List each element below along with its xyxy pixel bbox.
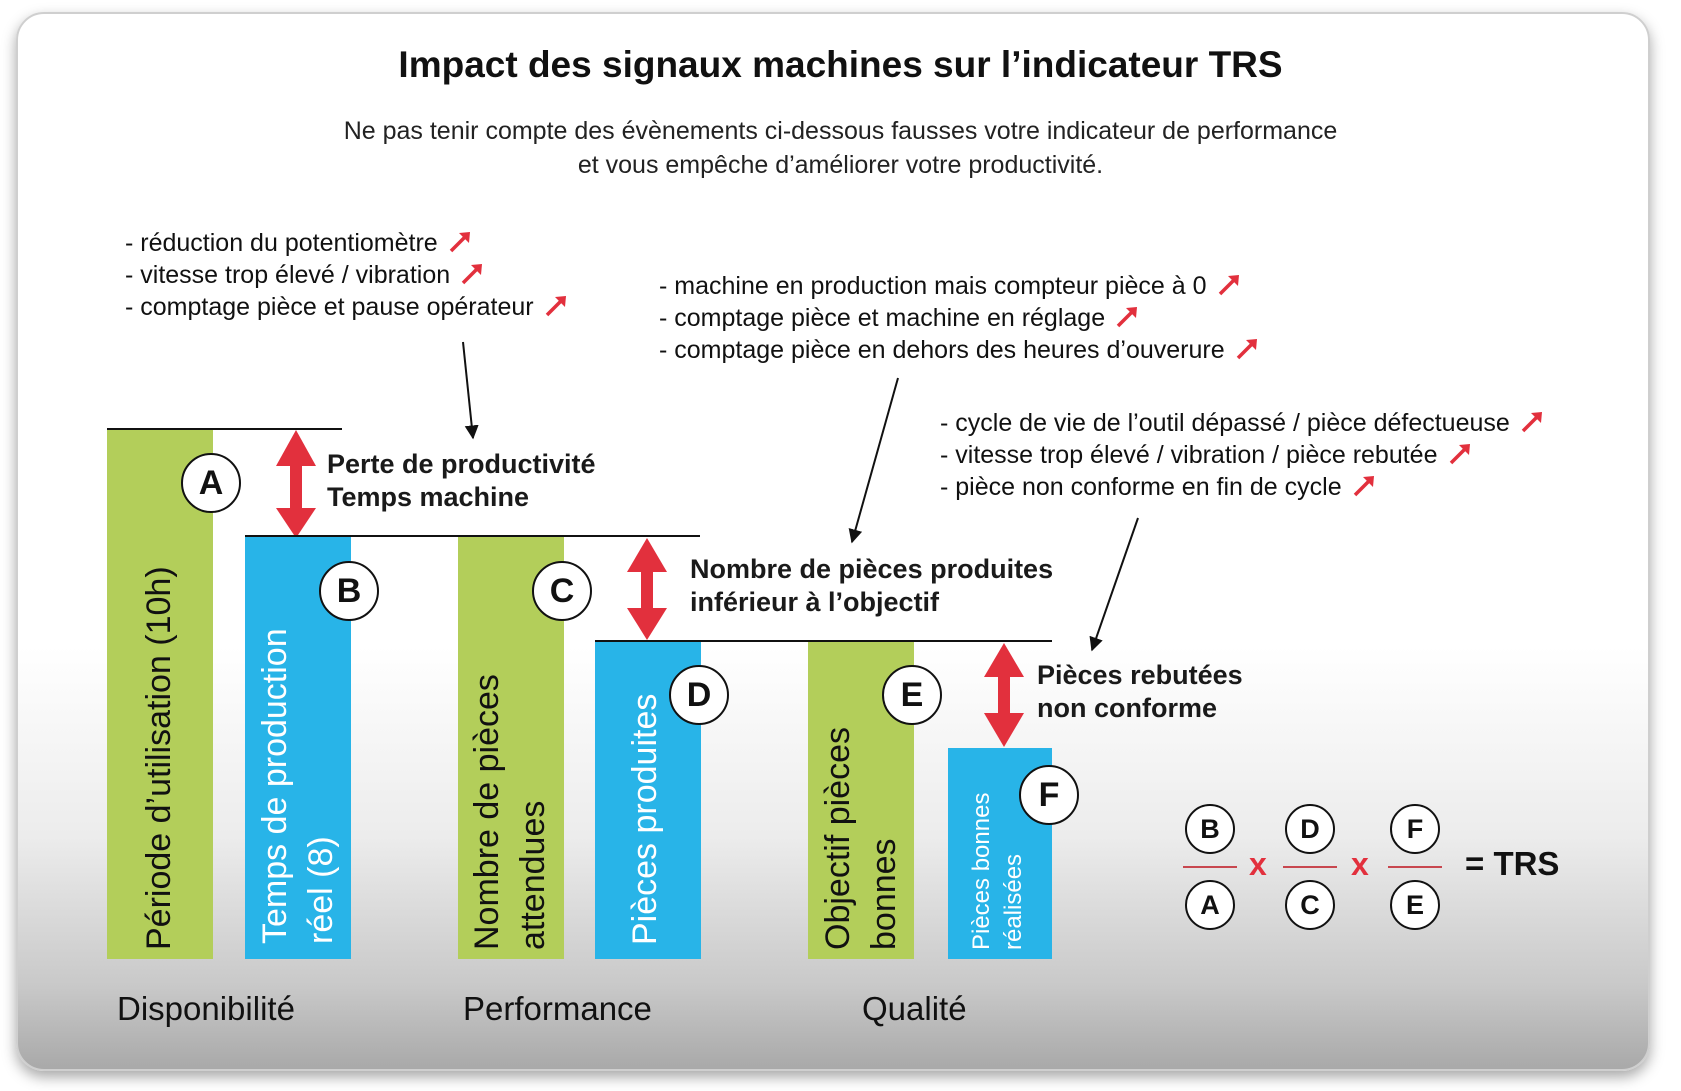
signals-availability: - réduction du potentiomètre - vitesse t… <box>125 227 568 323</box>
circle-c: C <box>532 561 592 621</box>
signal-item: - cycle de vie de l’outil dépassé / pièc… <box>940 407 1544 439</box>
pointer-line-performance <box>848 377 899 544</box>
signal-item: - comptage pièce et pause opérateur <box>125 291 568 323</box>
category-availability: Disponibilité <box>117 990 295 1027</box>
trend-up-icon <box>1449 444 1470 465</box>
trend-up-icon <box>449 232 470 253</box>
trend-up-icon <box>1521 412 1542 433</box>
trend-up-icon <box>461 264 483 285</box>
level-line-a <box>107 428 342 430</box>
category-quality: Qualité <box>862 990 967 1027</box>
formula-result: = TRS <box>1465 845 1560 882</box>
fraction-line <box>1183 866 1237 868</box>
signal-item: - comptage pièce en dehors des heures d’… <box>659 334 1259 366</box>
formula-numerator-f: F <box>1390 804 1440 854</box>
bar-c-label: Nombre de pièces attendues <box>468 674 552 950</box>
circle-d: D <box>669 665 729 725</box>
bar-b-label: Temps de production réel (8) <box>256 628 340 944</box>
double-arrow-quality-icon <box>984 643 1024 747</box>
double-arrow-availability-icon <box>276 430 316 538</box>
fraction-line <box>1388 866 1442 868</box>
trend-up-icon <box>1218 275 1239 296</box>
bar-a <box>107 430 213 959</box>
multiply-operator: x <box>1249 846 1267 882</box>
bar-e-label: Objectif pièces bonnes <box>819 727 903 950</box>
subtitle-line-1: Ne pas tenir compte des évènements ci-de… <box>343 117 1338 145</box>
subtitle: Ne pas tenir compte des évènements ci-de… <box>0 114 1681 182</box>
subtitle-line-2: et vous empêche d’améliorer votre produc… <box>577 151 1104 179</box>
loss-label-performance: Nombre de pièces produites inférieur à l… <box>690 554 1054 617</box>
category-performance: Performance <box>463 990 652 1027</box>
formula-denominator-c: C <box>1285 880 1335 930</box>
formula-numerator-b: B <box>1185 804 1235 854</box>
page-title: Impact des signaux machines sur l’indica… <box>398 44 1283 85</box>
trend-up-icon <box>1236 339 1257 360</box>
signal-item: - vitesse trop élevé / vibration <box>125 259 568 291</box>
signal-item: - machine en production mais compteur pi… <box>659 270 1259 302</box>
bar-a-label: Période d’utilisation (10h) <box>140 566 178 950</box>
circle-f: F <box>1019 765 1079 825</box>
level-line-b <box>245 535 700 537</box>
formula-denominator-a: A <box>1185 880 1235 930</box>
fraction-line <box>1283 866 1337 868</box>
bar-d-label: Pièces produites <box>626 693 664 945</box>
circle-e: E <box>882 665 942 725</box>
bar-f-label: Pièces bonnes réalisées <box>968 792 1027 950</box>
signal-item: - comptage pièce et machine en réglage <box>659 302 1259 334</box>
circle-b: B <box>319 561 379 621</box>
formula-numerator-d: D <box>1285 804 1335 854</box>
loss-label-availability: Perte de productivité Temps machine <box>327 449 596 512</box>
signal-item: - pièce non conforme en fin de cycle <box>940 471 1544 503</box>
pointer-line-availability <box>462 341 479 440</box>
double-arrow-performance-icon <box>627 538 667 640</box>
multiply-operator: x <box>1351 846 1369 882</box>
pointer-line-quality <box>1089 517 1139 652</box>
loss-label-quality: Pièces rebutées non conforme <box>1037 660 1243 723</box>
trend-up-icon <box>1116 307 1138 328</box>
trend-up-icon <box>1353 476 1374 497</box>
signal-item: - vitesse trop élevé / vibration / pièce… <box>940 439 1544 471</box>
signal-item: - réduction du potentiomètre <box>125 227 568 259</box>
signals-quality: - cycle de vie de l’outil dépassé / pièc… <box>940 407 1544 503</box>
circle-a: A <box>181 453 241 513</box>
level-line-d <box>595 640 1052 642</box>
trend-up-icon <box>545 296 566 317</box>
formula-denominator-e: E <box>1390 880 1440 930</box>
signals-performance: - machine en production mais compteur pi… <box>659 270 1259 366</box>
